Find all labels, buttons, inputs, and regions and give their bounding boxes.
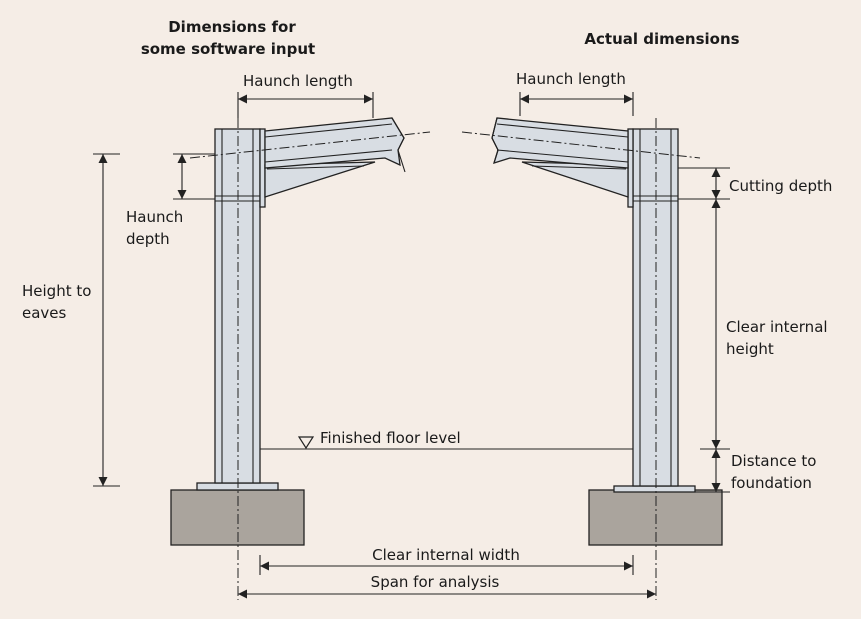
clear-internal-height-label-line1: Clear internal [726,318,828,336]
clear-internal-width-label: Clear internal width [372,546,520,564]
clear-internal-height-label-line2: height [726,340,774,358]
software-dimensions-header-line2: some software input [141,40,315,58]
horizontal-dimensions: Clear internal width Span for analysis [238,546,656,599]
right-rafter [491,117,629,198]
software-dimensions-header-line1: Dimensions for [168,18,296,36]
right-base-plate [613,485,696,493]
haunch-length-left-label: Haunch length [243,72,353,90]
height-to-eaves-dimension: Height to eaves [22,153,120,487]
haunch-length-right-dimension: Haunch length [516,70,634,116]
haunch-depth-dimension: Haunch depth [126,153,215,248]
right-vertical-dimensions: Cutting depth Clear internal height Dist… [678,167,832,493]
haunch-depth-label-line1: Haunch [126,208,183,226]
haunch-length-left-dimension: Haunch length [237,72,374,118]
height-to-eaves-label-line1: Height to [22,282,91,300]
level-triangle-icon [297,436,315,450]
haunch-length-right-label: Haunch length [516,70,626,88]
centerlines [189,118,701,600]
span-for-analysis-label: Span for analysis [371,573,500,591]
finished-floor-level: Finished floor level [260,429,633,450]
finished-floor-level-label: Finished floor level [320,429,461,447]
actual-dimensions-header: Actual dimensions [584,30,739,48]
haunch-depth-label-line2: depth [126,230,170,248]
distance-to-foundation-label-line1: Distance to [731,452,816,470]
cutting-depth-label: Cutting depth [729,177,832,195]
height-to-eaves-label-line2: eaves [22,304,67,322]
distance-to-foundation-label-line2: foundation [731,474,812,492]
left-rafter [264,117,406,198]
